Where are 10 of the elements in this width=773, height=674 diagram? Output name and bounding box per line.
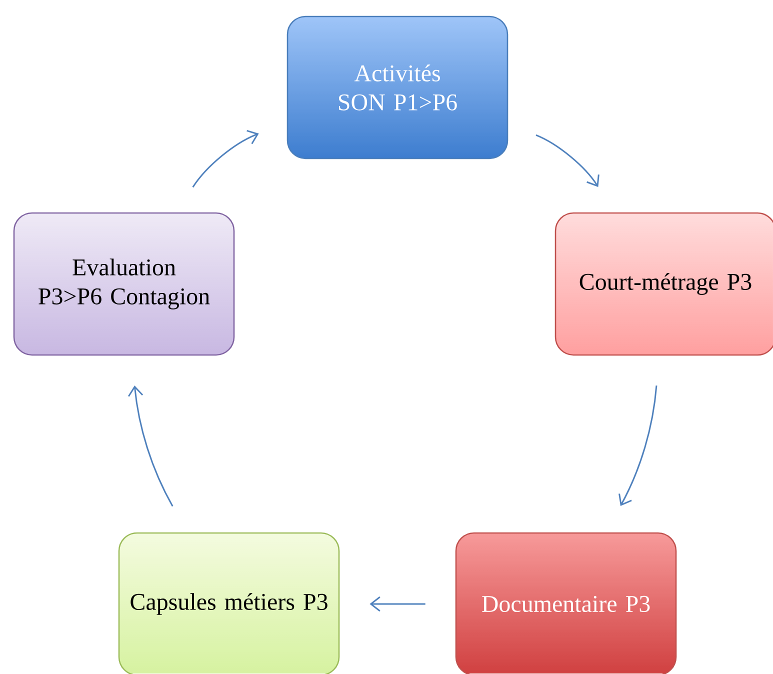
arrow bbox=[618, 385, 658, 506]
process-box: Documentaire P3 bbox=[455, 532, 677, 674]
process-box: Evaluation P3>P6 Contagion bbox=[13, 212, 235, 356]
process-box: Capsules métiers P3 bbox=[118, 532, 340, 674]
process-box: Court-métrage P3 bbox=[554, 212, 773, 356]
arrow bbox=[128, 386, 174, 507]
arrow bbox=[536, 134, 600, 187]
arrow bbox=[370, 596, 426, 612]
process-box: Activités SON P1>P6 bbox=[286, 16, 508, 160]
arrow bbox=[192, 130, 259, 188]
